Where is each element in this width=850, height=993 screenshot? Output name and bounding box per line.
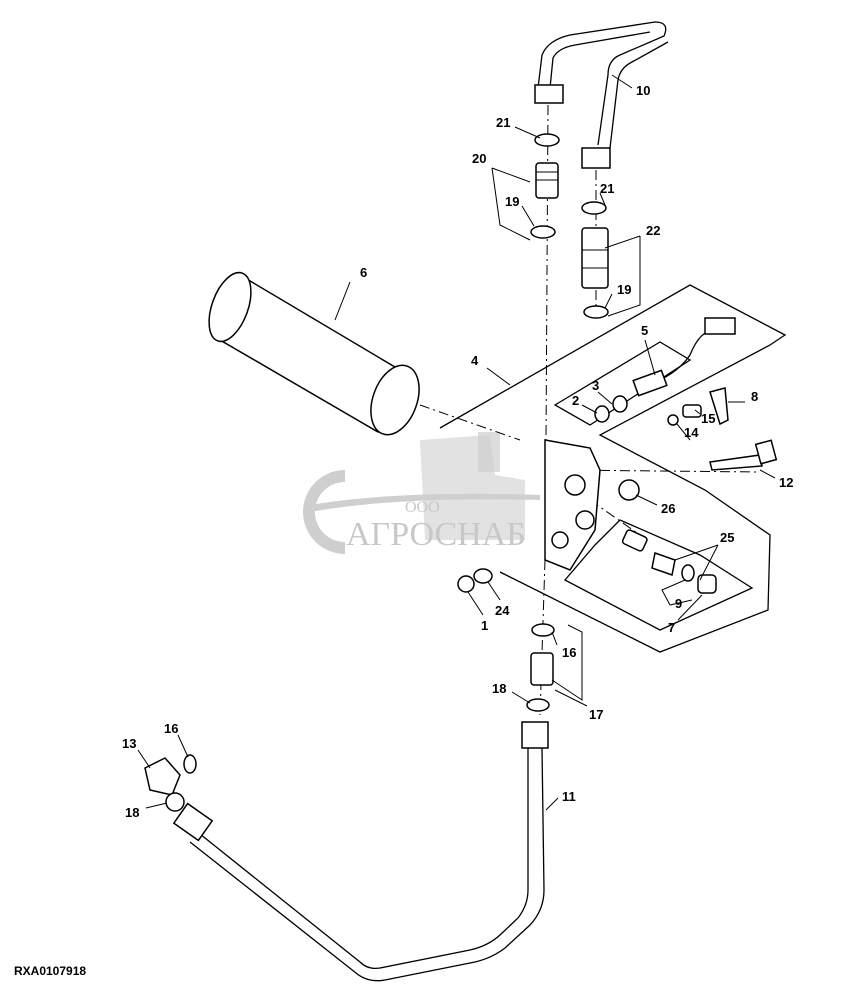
filter-6 <box>208 271 420 436</box>
callout-4: 4 <box>471 353 479 368</box>
callout-25: 25 <box>720 530 734 545</box>
callout-18: 18 <box>492 681 506 696</box>
callout-2: 2 <box>572 393 579 408</box>
callout-3: 3 <box>592 378 599 393</box>
callout-12: 12 <box>779 475 793 490</box>
callout-19: 19 <box>617 282 631 297</box>
watermark-brand: АГРОСНАБ <box>346 516 526 553</box>
watermark-logo: ООО АГРОСНАБ <box>303 432 540 554</box>
callout-16: 16 <box>562 645 576 660</box>
pipe-10 <box>534 21 669 169</box>
callout-20: 20 <box>472 151 486 166</box>
callout-9: 9 <box>675 596 682 611</box>
callout-5: 5 <box>641 323 648 338</box>
watermark-prefix: ООО <box>405 499 440 516</box>
callout-6: 6 <box>360 265 367 280</box>
callout-10: 10 <box>636 83 650 98</box>
callout-8: 8 <box>751 389 758 404</box>
callout-11: 11 <box>562 789 576 804</box>
callout-21: 21 <box>600 181 614 196</box>
callout-22: 22 <box>646 223 660 238</box>
callout-18: 18 <box>125 805 139 820</box>
callout-14: 14 <box>684 425 699 440</box>
reference-code: RXA0107918 <box>14 964 86 978</box>
callout-1: 1 <box>481 618 488 633</box>
callout-7: 7 <box>668 620 675 635</box>
callout-15: 15 <box>701 411 715 426</box>
callout-17: 17 <box>589 707 603 722</box>
callout-21: 21 <box>496 115 510 130</box>
callout-19: 19 <box>505 194 519 209</box>
callout-26: 26 <box>661 501 675 516</box>
callout-24: 24 <box>495 603 510 618</box>
callout-13: 13 <box>122 736 136 751</box>
callout-16: 16 <box>164 721 178 736</box>
pipe-11 <box>172 721 549 982</box>
valve-body <box>544 439 601 571</box>
